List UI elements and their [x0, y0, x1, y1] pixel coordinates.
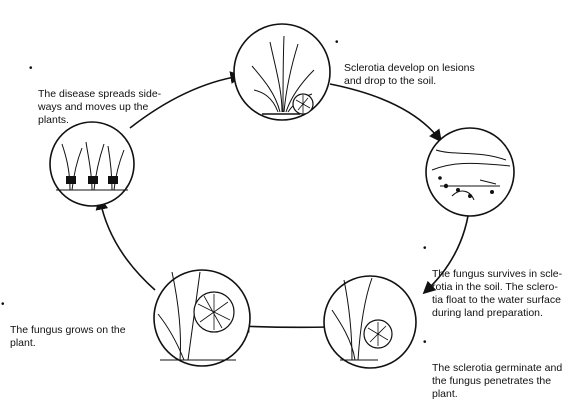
stage-illustration-bottom-left: [153, 269, 251, 367]
bullet-icon: •: [423, 337, 427, 348]
caption-top: • Sclerotia develop on lesions and drop …: [335, 36, 534, 88]
caption-bottom-right-text: The sclerotia germinate and the fungus p…: [432, 362, 563, 400]
arrow-left-to-top: [129, 71, 244, 129]
arrow-bottom-left-to-left: [95, 196, 156, 291]
arrow-bottom-right-to-bottom-left: [236, 320, 331, 333]
caption-bottom-right: • The sclerotia germinate and the fungus…: [423, 336, 572, 401]
arrow-top-to-right: [329, 83, 442, 143]
caption-right-text: The fungus survives in scle- rotia in th…: [432, 268, 563, 319]
bullet-icon: •: [423, 243, 427, 254]
bullet-icon: •: [29, 63, 33, 74]
caption-top-text: Sclerotia develop on lesions and drop to…: [344, 62, 475, 87]
stage-illustration-left: [49, 121, 135, 207]
bullet-icon: •: [335, 37, 339, 48]
caption-left: • The disease spreads side- ways and mov…: [29, 62, 208, 127]
stage-illustration-bottom-right: [323, 275, 417, 369]
caption-bottom-left-text: The fungus grows on the plant.: [10, 324, 126, 349]
caption-bottom-left: • The fungus grows on the plant.: [1, 298, 150, 350]
stage-illustration-right: [425, 127, 515, 217]
stage-illustration-top: [233, 23, 331, 121]
bullet-icon: •: [1, 299, 5, 310]
caption-left-text: The disease spreads side- ways and moves…: [38, 88, 162, 126]
caption-right: • The fungus survives in scle- rotia in …: [423, 242, 572, 320]
